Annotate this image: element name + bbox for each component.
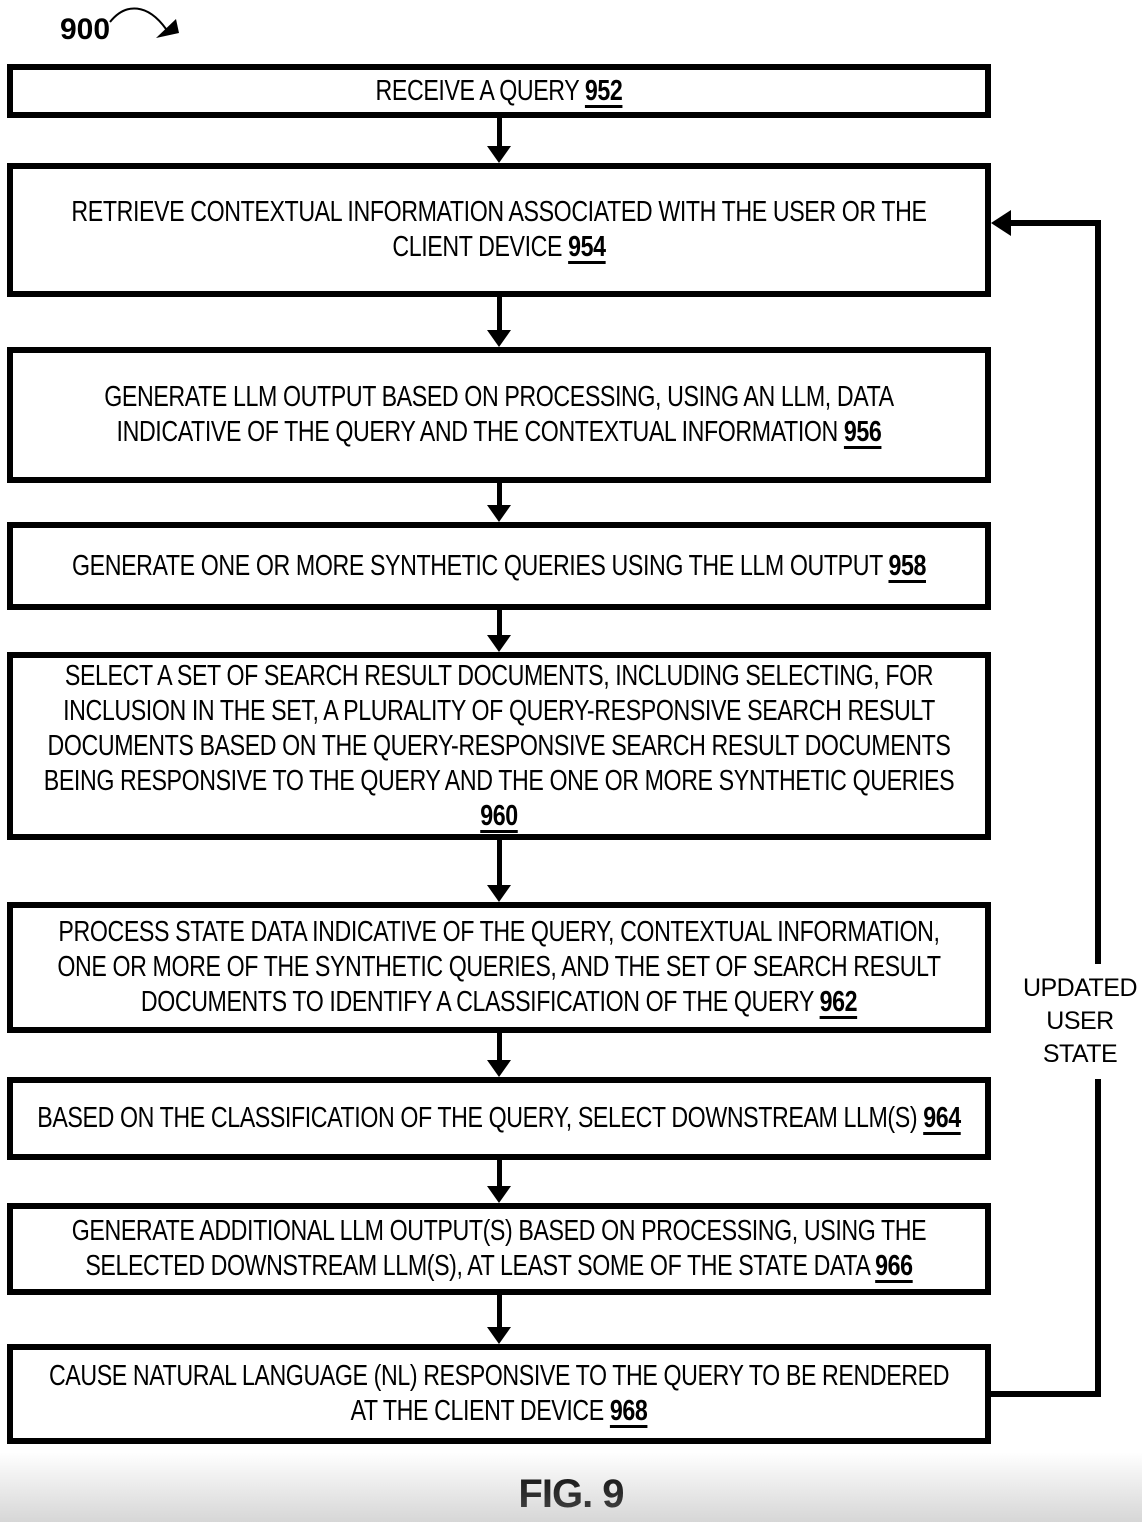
flow-step-954: RETRIEVE CONTEXTUAL INFORMATION ASSOCIAT… [7,163,991,297]
step-ref: 956 [843,416,882,448]
step-text: GENERATE LLM OUTPUT BASED ON PROCESSING,… [19,380,979,450]
step-text: RETRIEVE CONTEXTUAL INFORMATION ASSOCIAT… [19,195,979,265]
arrow-952-to-954 [487,118,511,163]
updated-user-state-label: UPDATED USER STATE [1018,964,1142,1079]
step-ref: 958 [888,549,926,582]
step-text: CAUSE NATURAL LANGUAGE (NL) RESPONSIVE T… [19,1359,979,1429]
feedback-line-vertical [1095,220,1101,1397]
flow-step-966: GENERATE ADDITIONAL LLM OUTPUT(S) BASED … [7,1203,991,1295]
step-text: BASED ON THE CLASSIFICATION OF THE QUERY… [19,1101,979,1136]
flow-step-964: BASED ON THE CLASSIFICATION OF THE QUERY… [7,1077,991,1160]
figure-caption: FIG. 9 [518,1472,624,1516]
step-lines: GENERATE ADDITIONAL LLM OUTPUT(S) BASED … [71,1215,927,1282]
flow-step-962: PROCESS STATE DATA INDICATIVE OF THE QUE… [7,902,991,1033]
step-ref: 964 [923,1102,961,1134]
arrow-962-to-964 [487,1033,511,1077]
arrow-964-to-966 [487,1160,511,1203]
feedback-arrowhead-icon [991,210,1011,236]
step-lines: BASED ON THE CLASSIFICATION OF THE QUERY… [37,1102,918,1134]
feedback-line-bottom [988,1391,1101,1397]
step-lines: CAUSE NATURAL LANGUAGE (NL) RESPONSIVE T… [48,1360,950,1427]
step-lines: RECEIVE A QUERY [375,74,580,107]
arrow-960-to-962 [487,840,511,902]
arrow-954-to-956 [487,297,511,347]
step-text: GENERATE ONE OR MORE SYNTHETIC QUERIES U… [19,549,979,584]
step-text: SELECT A SET OF SEARCH RESULT DOCUMENTS,… [19,659,979,834]
step-text: PROCESS STATE DATA INDICATIVE OF THE QUE… [19,915,979,1020]
step-lines: RETRIEVE CONTEXTUAL INFORMATION ASSOCIAT… [71,196,927,263]
step-ref: 966 [875,1250,913,1282]
curved-arrow-icon [109,7,179,38]
step-text: RECEIVE A QUERY 952 [19,74,979,109]
flow-step-956: GENERATE LLM OUTPUT BASED ON PROCESSING,… [7,347,991,483]
step-ref: 968 [609,1395,648,1427]
arrow-958-to-960 [487,610,511,652]
step-text: GENERATE ADDITIONAL LLM OUTPUT(S) BASED … [19,1214,979,1284]
arrow-966-to-968 [487,1295,511,1344]
flow-step-960: SELECT A SET OF SEARCH RESULT DOCUMENTS,… [7,652,991,840]
step-ref: 960 [480,799,518,832]
step-ref: 962 [819,986,858,1018]
step-ref: 954 [568,231,606,263]
step-ref: 952 [584,74,623,107]
step-lines: GENERATE LLM OUTPUT BASED ON PROCESSING,… [104,381,894,448]
step-lines: PROCESS STATE DATA INDICATIVE OF THE QUE… [57,916,941,1018]
step-lines: SELECT A SET OF SEARCH RESULT DOCUMENTS,… [43,659,955,797]
flow-step-958: GENERATE ONE OR MORE SYNTHETIC QUERIES U… [7,522,991,610]
feedback-line-top [1010,220,1095,226]
step-lines: GENERATE ONE OR MORE SYNTHETIC QUERIES U… [72,549,883,582]
figure-number-label: 900 [60,13,111,46]
arrow-956-to-958 [487,483,511,522]
flow-step-968: CAUSE NATURAL LANGUAGE (NL) RESPONSIVE T… [7,1344,991,1444]
flow-step-952: RECEIVE A QUERY 952 [7,64,991,118]
